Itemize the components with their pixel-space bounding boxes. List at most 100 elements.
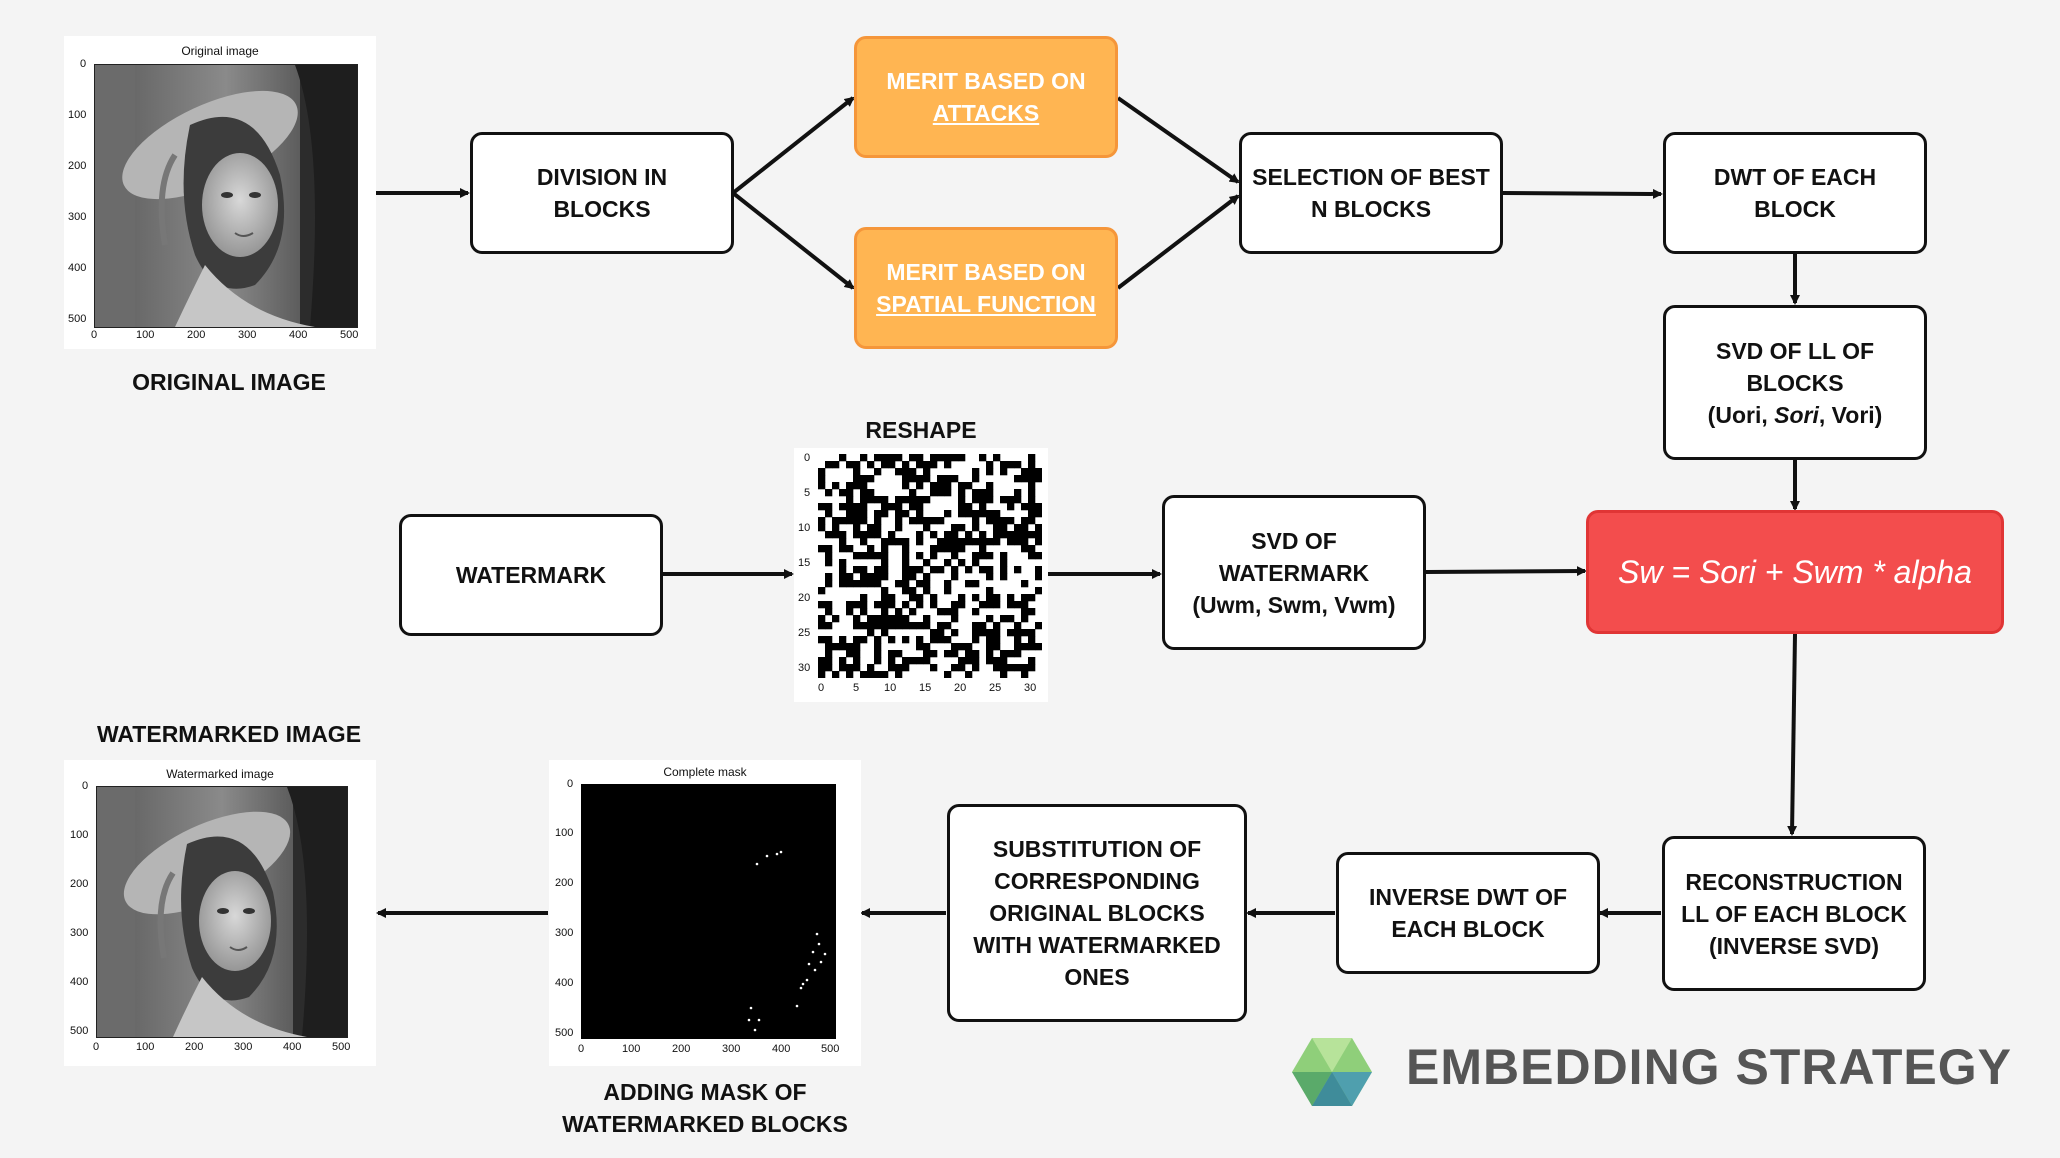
reshape-cell	[846, 545, 854, 553]
reshape-cell	[825, 573, 833, 581]
formula-text: Sw = Sori + Swm * alpha	[1618, 554, 1972, 590]
reshape-cell	[965, 671, 973, 678]
watermarked-image	[96, 786, 348, 1038]
reshape-cell	[888, 461, 896, 469]
reshape-cell	[986, 461, 994, 469]
merit-attacks-node: MERIT BASED ON ATTACKS	[854, 36, 1118, 158]
reshape-cell	[916, 636, 924, 644]
mask-speck	[805, 978, 809, 982]
reshape-cell	[979, 552, 987, 560]
mask-ytick-400: 400	[555, 977, 574, 989]
reshape-cell	[916, 496, 924, 504]
reshape-cell	[944, 671, 952, 678]
reshape-cell	[825, 657, 833, 665]
reshape-cell	[1021, 475, 1029, 483]
reshape-cell	[818, 615, 826, 623]
reshape-cell	[909, 489, 917, 497]
reshape-xtick-30: 30	[1024, 682, 1037, 694]
reshape-cell	[937, 545, 945, 553]
reshape-cell	[1021, 545, 1029, 553]
reshape-cell	[972, 538, 980, 546]
svd-ll-line-2: BLOCKS	[1746, 369, 1844, 396]
reshape-cell	[1014, 566, 1022, 574]
reshape-cell	[986, 587, 994, 595]
reshape-cell	[1000, 461, 1008, 469]
reshape-ytick-10: 10	[798, 522, 811, 534]
reshape-cell	[986, 489, 994, 497]
reshape-cell	[902, 580, 910, 588]
mask-speck	[811, 950, 815, 954]
reshape-cell	[923, 615, 931, 623]
mask-speck	[747, 1018, 751, 1022]
reshape-cell	[825, 461, 833, 469]
reshape-cell	[860, 552, 868, 560]
reconstruction-line-1: RECONSTRUCTION	[1685, 868, 1903, 895]
cube-logo-icon	[1292, 1038, 1372, 1106]
reshape-cell	[860, 594, 868, 602]
embedding-formula-node: Sw = Sori + Swm * alpha	[1586, 510, 2004, 634]
mask-xtick-400: 400	[772, 1043, 791, 1055]
reshape-cell	[965, 531, 973, 539]
reshape-cell	[874, 517, 882, 525]
reshape-cell	[902, 664, 910, 672]
reshape-cell	[1028, 503, 1036, 511]
reshape-cell	[986, 552, 994, 560]
reshape-cell	[986, 482, 994, 490]
merit-spatial-line-2: SPATIAL FUNCTION	[876, 291, 1096, 317]
reshape-cell	[958, 496, 966, 504]
reshape-cell	[972, 636, 980, 644]
reshape-cell	[888, 636, 896, 644]
reshape-cell	[853, 482, 861, 490]
reshape-cell	[860, 636, 868, 644]
reshape-cell	[825, 650, 833, 658]
reshape-cell	[1007, 461, 1015, 469]
reshape-cell	[1000, 664, 1008, 672]
reshape-cell	[881, 510, 889, 518]
reshape-cell	[1021, 601, 1029, 609]
reshape-cell	[937, 489, 945, 497]
reshape-cell	[825, 664, 833, 672]
reshape-cell	[909, 566, 917, 574]
reshape-cell	[923, 496, 931, 504]
original-xtick-400: 400	[289, 329, 308, 341]
watermarked-xtick-300: 300	[234, 1041, 253, 1053]
reshape-cell	[993, 517, 1001, 525]
reshape-cell	[1035, 573, 1042, 581]
reshape-cell	[916, 517, 924, 525]
reshape-cell	[1021, 629, 1029, 637]
watermarked-xtick-200: 200	[185, 1041, 204, 1053]
reshape-cell	[1028, 643, 1036, 651]
reshape-cell	[930, 552, 938, 560]
reshape-cell	[951, 552, 959, 560]
reshape-cell	[937, 517, 945, 525]
reshape-cell	[846, 482, 854, 490]
reshape-cell	[972, 580, 980, 588]
reshape-cell	[1021, 524, 1029, 532]
reshape-cell	[951, 608, 959, 616]
reshape-cell	[853, 580, 861, 588]
reshape-cell	[874, 580, 882, 588]
reshape-cell	[867, 524, 875, 532]
reshape-cell	[965, 482, 973, 490]
reshape-cell	[1007, 531, 1015, 539]
reshape-cell	[867, 573, 875, 581]
reshape-cell	[972, 608, 980, 616]
reshape-cell	[916, 601, 924, 609]
mask-image	[581, 784, 836, 1039]
reshape-cell	[993, 643, 1001, 651]
reshape-cell	[1035, 503, 1042, 511]
reshape-cell	[979, 629, 987, 637]
reshape-cell	[1028, 657, 1036, 665]
reshape-cell	[937, 482, 945, 490]
merit-attacks-line-1: MERIT BASED ON	[886, 68, 1086, 94]
reshape-cell	[986, 650, 994, 658]
reshape-cell	[930, 461, 938, 469]
reshape-cell	[853, 503, 861, 511]
reshape-cell	[930, 482, 938, 490]
reshape-cell	[958, 503, 966, 511]
reshape-cell	[895, 454, 903, 462]
reshape-cell	[965, 566, 973, 574]
reshape-ytick-5: 5	[804, 487, 811, 499]
reshape-cell	[1000, 559, 1008, 567]
